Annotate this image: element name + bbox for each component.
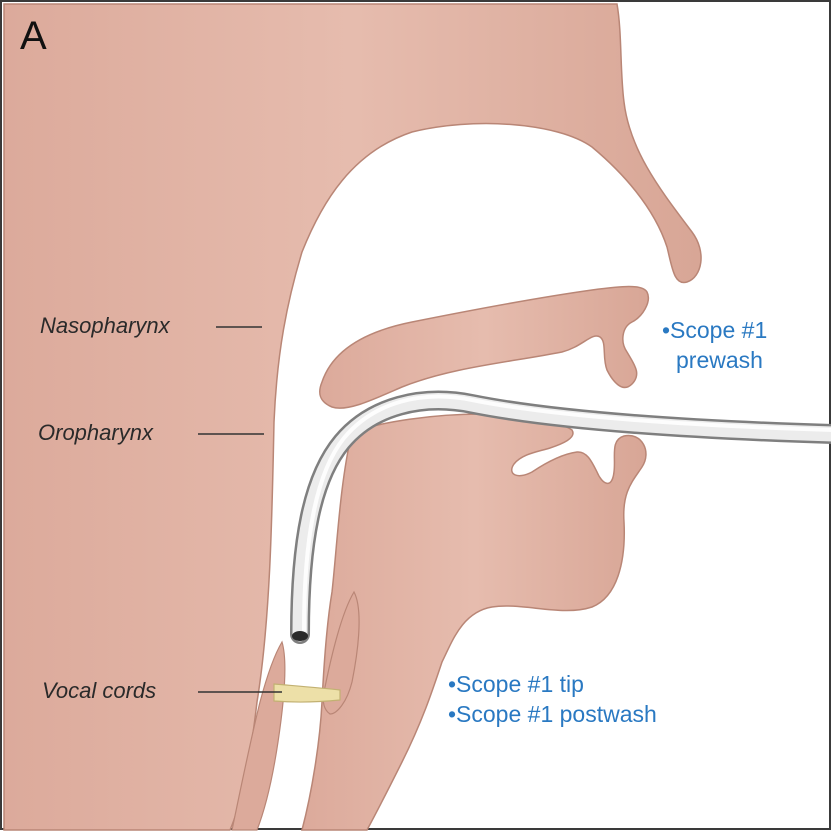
vocal-cords-label: Vocal cords <box>42 678 156 704</box>
oropharynx-label: Oropharynx <box>38 420 153 446</box>
prewash-note-line-2: prewash <box>662 345 767 375</box>
prewash-note-line-1: •Scope #1 <box>662 315 767 345</box>
tip-postwash-note: •Scope #1 tip •Scope #1 postwash <box>448 669 657 729</box>
prewash-note: •Scope #1 prewash <box>662 315 767 375</box>
scope-tip <box>292 631 308 641</box>
nasopharynx-label: Nasopharynx <box>40 313 170 339</box>
tip-note-line: •Scope #1 tip <box>448 669 657 699</box>
panel-letter: A <box>20 14 47 59</box>
postwash-note-line: •Scope #1 postwash <box>448 699 657 729</box>
soft-palate <box>320 287 649 409</box>
